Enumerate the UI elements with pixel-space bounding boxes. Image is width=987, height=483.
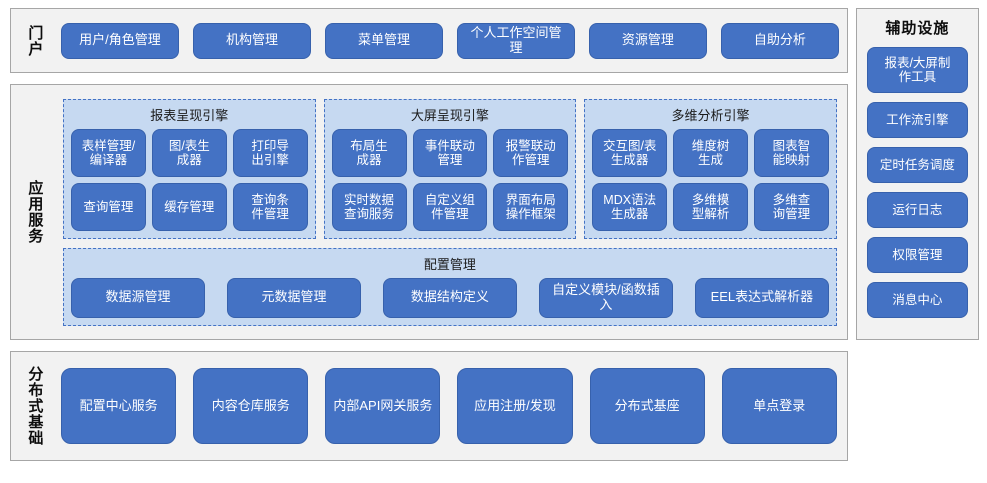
panel-auxiliary-facilities: 辅助设施 报表/大屏制 作工具 工作流引擎 定时任务调度 运行日志 权限管理 消… [855,8,979,340]
aux-item-runtime-log[interactable]: 运行日志 [866,192,968,228]
tile-print-export-engine[interactable]: 打印导 出引擎 [232,128,308,177]
base-item-content-repository-service[interactable]: 内容仓库服务 [193,368,309,444]
aux-item-message-center[interactable]: 消息中心 [866,282,968,318]
tile-cache-management[interactable]: 缓存管理 [151,182,227,231]
group-report-rendering-engine: 报表呈现引擎 表样管理/ 编译器 图/表生 成器 打印导 出引擎 查询管理 缓存… [63,98,316,239]
tile-query-management[interactable]: 查询管理 [71,182,146,231]
aux-item-report-dashboard-authoring-tool[interactable]: 报表/大屏制 作工具 [866,47,968,93]
group-title-multidimensional-analysis-engine: 多维分析引擎 [671,107,750,123]
distributed-base-items: 配置中心服务 内容仓库服务 内部API网关服务 应用注册/发现 分布式基座 单点… [57,352,847,460]
tile-query-condition-management[interactable]: 查询条 件管理 [232,182,308,231]
portal-item-personal-workspace-management[interactable]: 个人工作空间管理 [456,22,575,59]
tile-custom-component-management[interactable]: 自定义组 件管理 [412,182,488,231]
tile-grid-large-screen-rendering-engine: 布局生 成器 事件联动 管理 报警联动 作管理 实时数据 查询服务 自定义组 件… [331,128,569,231]
band-label-distributed-base: 分布式基础 [26,366,44,446]
tile-multidimensional-query-management[interactable]: 多维查 询管理 [754,182,829,231]
tile-chart-intelligent-mapping[interactable]: 图表智 能映射 [754,128,829,177]
base-item-internal-api-gateway-service[interactable]: 内部API网关服务 [325,368,441,444]
group-title-large-screen-rendering-engine: 大屏呈现引擎 [410,107,489,123]
tile-multidimensional-model-parsing[interactable]: 多维模 型解析 [673,182,748,231]
aux-item-permission-management[interactable]: 权限管理 [866,237,968,273]
config-item-datasource-management[interactable]: 数据源管理 [71,277,205,318]
tile-realtime-data-query-service[interactable]: 实时数据 查询服务 [331,182,407,231]
engine-row: 报表呈现引擎 表样管理/ 编译器 图/表生 成器 打印导 出引擎 查询管理 缓存… [63,98,837,239]
tile-event-linkage-management[interactable]: 事件联动 管理 [412,128,488,177]
tile-mdx-syntax-generator[interactable]: MDX语法 生成器 [592,182,668,231]
tile-report-template-management-compiler[interactable]: 表样管理/ 编译器 [71,128,146,177]
config-item-data-structure-definition[interactable]: 数据结构定义 [382,277,517,318]
base-item-app-registration-discovery[interactable]: 应用注册/发现 [457,368,573,444]
tile-grid-report-rendering-engine: 表样管理/ 编译器 图/表生 成器 打印导 出引擎 查询管理 缓存管理 查询条 … [71,128,308,231]
base-item-config-center-service[interactable]: 配置中心服务 [61,368,177,444]
portal-items: 用户/角色管理 机构管理 菜单管理 个人工作空间管理 资源管理 自助分析 [57,9,847,72]
portal-item-self-service-analysis[interactable]: 自助分析 [720,22,839,59]
tile-ui-layout-operation-framework[interactable]: 界面布局 操作框架 [493,182,569,231]
group-configuration-management: 配置管理 数据源管理 元数据管理 数据结构定义 自定义模块/函数插入 EEL表达… [63,247,837,326]
tile-layout-generator[interactable]: 布局生 成器 [331,128,407,177]
band-label-portal: 门户 [26,24,44,57]
main-column: 门户 用户/角色管理 机构管理 菜单管理 个人工作空间管理 资源管理 自助分析 … [10,8,848,475]
auxiliary-facilities-title: 辅助设施 [885,20,950,37]
config-item-metadata-management[interactable]: 元数据管理 [226,277,361,318]
application-services-body: 报表呈现引擎 表样管理/ 编译器 图/表生 成器 打印导 出引擎 查询管理 缓存… [57,85,847,339]
band-application-services: 应用服务 报表呈现引擎 表样管理/ 编译器 图/表生 成器 打印导 出引擎 查询… [10,84,848,340]
configuration-management-items: 数据源管理 元数据管理 数据结构定义 自定义模块/函数插入 EEL表达式解析器 [65,277,835,318]
aux-item-workflow-engine[interactable]: 工作流引擎 [866,102,968,138]
aux-item-scheduled-task-scheduling[interactable]: 定时任务调度 [866,147,968,183]
band-label-application-services: 应用服务 [26,180,44,244]
tile-chart-table-generator[interactable]: 图/表生 成器 [151,128,227,177]
tile-alarm-linkage-action-management[interactable]: 报警联动 作管理 [493,128,569,177]
base-item-distributed-foundation[interactable]: 分布式基座 [589,368,705,444]
config-item-custom-module-function-insert[interactable]: 自定义模块/函数插入 [538,277,673,318]
band-portal: 门户 用户/角色管理 机构管理 菜单管理 个人工作空间管理 资源管理 自助分析 [10,8,848,73]
tile-grid-multidimensional-analysis-engine: 交互图/表 生成器 维度树 生成 图表智 能映射 MDX语法 生成器 多维模 型… [592,128,829,231]
group-large-screen-rendering-engine: 大屏呈现引擎 布局生 成器 事件联动 管理 报警联动 作管理 实时数据 查询服务… [323,98,577,239]
group-title-configuration-management: 配置管理 [423,256,476,272]
portal-item-menu-management[interactable]: 菜单管理 [324,22,443,59]
config-item-eel-expression-parser[interactable]: EEL表达式解析器 [694,277,829,318]
band-distributed-base: 分布式基础 配置中心服务 内容仓库服务 内部API网关服务 应用注册/发现 分布… [10,351,848,461]
portal-item-organization-management[interactable]: 机构管理 [192,22,311,59]
portal-item-user-role-management[interactable]: 用户/角色管理 [61,22,179,59]
portal-item-resource-management[interactable]: 资源管理 [588,22,707,59]
auxiliary-facilities-items: 报表/大屏制 作工具 工作流引擎 定时任务调度 运行日志 权限管理 消息中心 [866,47,968,329]
tile-dimension-tree-generation[interactable]: 维度树 生成 [673,128,748,177]
group-multidimensional-analysis-engine: 多维分析引擎 交互图/表 生成器 维度树 生成 图表智 能映射 MDX语法 生成… [584,98,837,239]
group-title-report-rendering-engine: 报表呈现引擎 [150,107,229,123]
base-item-single-sign-on[interactable]: 单点登录 [721,368,837,444]
tile-interactive-chart-table-generator[interactable]: 交互图/表 生成器 [592,128,668,177]
